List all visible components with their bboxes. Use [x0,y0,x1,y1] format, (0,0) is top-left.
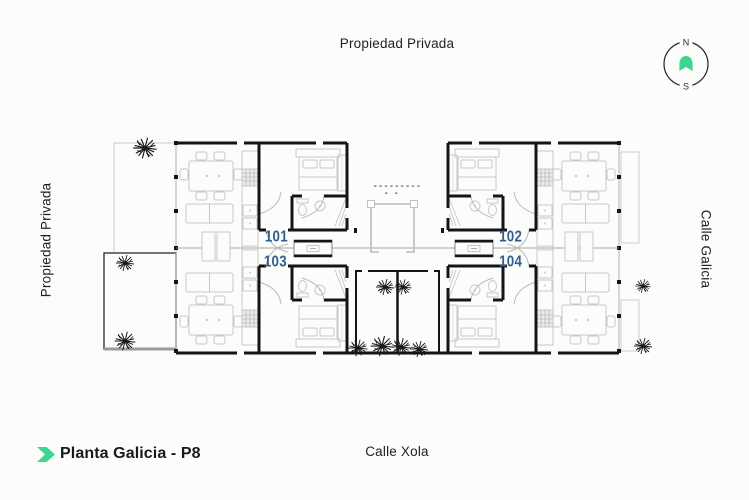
tree-icon [132,137,158,159]
vestibule-left [293,239,333,258]
central-lobby [354,185,444,253]
unit-number-104: 104 [499,253,523,271]
label-propiedad-privada-left: Propiedad Privada [38,182,54,298]
tree-icon [375,278,395,296]
unit-number-102: 102 [499,228,523,246]
unit-number-103: 103 [263,253,287,271]
terrace-left-bottom [103,252,177,350]
door-jamb [354,228,357,233]
compass: N S [663,35,709,93]
terrace-left-top [113,142,176,253]
compass-north-label: N [683,38,690,48]
core-column [410,200,418,208]
balcony-right-bottom [620,299,640,352]
unit-number-101: 101 [264,228,288,246]
compass-north-backing [679,35,693,49]
core-column [367,200,375,208]
tree-icon [114,331,136,351]
tree-icon [409,340,429,358]
compass-south-backing [679,79,693,93]
tree-icon [634,278,652,294]
label-calle-galicia: Calle Galicia [698,209,714,289]
logo-chevron-icon [37,447,55,462]
compass-south-label: S [683,82,689,92]
corridor-benches [201,231,594,262]
label-propiedad-privada-top: Propiedad Privada [339,36,455,51]
entry-vestibules [293,239,494,258]
door-jamb [441,228,444,233]
center-terraces [347,269,448,355]
label-calle-xola: Calle Xola [365,444,429,459]
tree-icon [115,254,135,272]
tree-icon [633,337,653,355]
balcony-right-top [620,151,640,244]
plan-title: Planta Galicia - P8 [60,445,201,462]
floor-plan [103,137,653,358]
vestibule-right [454,239,494,258]
stair-core [370,203,415,253]
compass-needle-icon [679,56,693,71]
lobby-dotted-line [374,185,420,194]
